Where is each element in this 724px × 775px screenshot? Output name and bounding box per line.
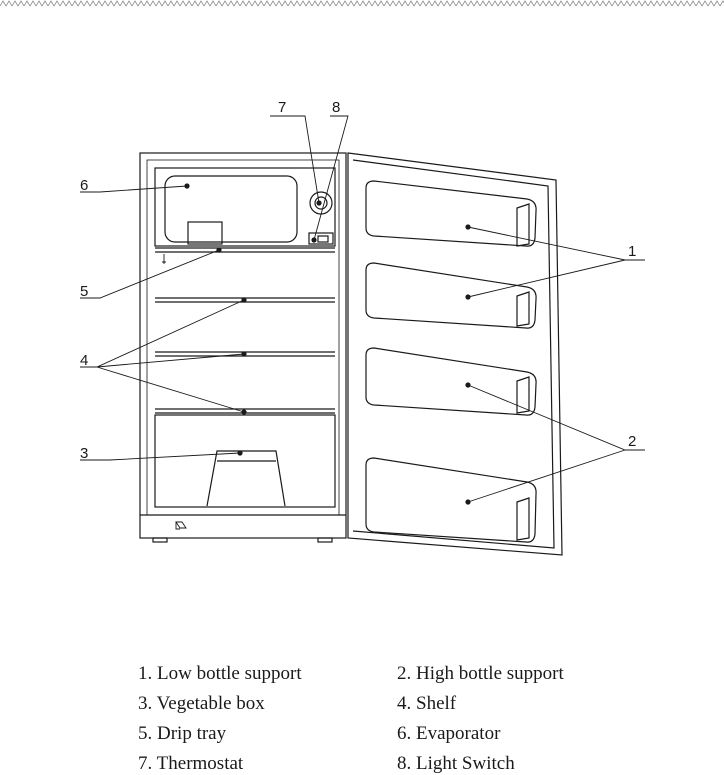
leader-dots bbox=[184, 183, 470, 504]
vegetable-box bbox=[155, 415, 335, 507]
evaporator bbox=[155, 168, 335, 246]
bottle-support bbox=[366, 458, 536, 542]
callout-1: 1 bbox=[628, 243, 636, 260]
bottle-support bbox=[366, 348, 536, 415]
legend-item-6: 6. Evaporator bbox=[397, 723, 500, 745]
legend-item-8: 8. Light Switch bbox=[397, 753, 515, 775]
cabinet bbox=[140, 153, 346, 542]
legend-item-7: 7. Thermostat bbox=[138, 753, 243, 775]
legend-item-2: 2. High bottle support bbox=[397, 663, 564, 685]
drip-tray bbox=[155, 248, 335, 264]
bottle-support bbox=[366, 263, 536, 328]
callout-6: 6 bbox=[80, 177, 88, 194]
legend-item-1: 1. Low bottle support bbox=[138, 663, 302, 685]
legend-item-3: 3. Vegetable box bbox=[138, 693, 265, 715]
callout-5: 5 bbox=[80, 283, 88, 300]
top-border bbox=[0, 0, 724, 8]
legend-item-5: 5. Drip tray bbox=[138, 723, 226, 745]
callout-7: 7 bbox=[278, 99, 286, 116]
legend-item-4: 4. Shelf bbox=[397, 693, 456, 715]
door bbox=[348, 153, 562, 555]
callout-2: 2 bbox=[628, 433, 636, 450]
callout-3: 3 bbox=[80, 445, 88, 462]
callout-8: 8 bbox=[332, 99, 340, 116]
callout-4: 4 bbox=[80, 352, 88, 369]
